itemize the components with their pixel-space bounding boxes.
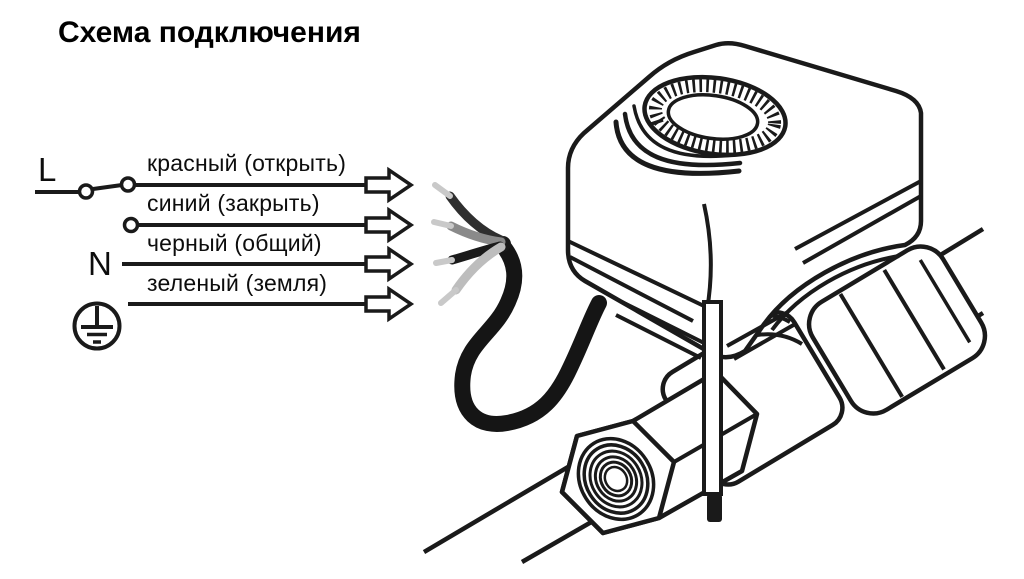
wire-green-tip bbox=[438, 287, 459, 306]
wire-label-black: черный (общий) bbox=[147, 230, 322, 256]
arrow-icon-red bbox=[364, 166, 415, 204]
valve-right-fitting-icon bbox=[806, 244, 988, 416]
wire-blue-tip bbox=[431, 219, 454, 229]
actuator-seam-left bbox=[567, 239, 705, 308]
actuator-bottom-chamfer bbox=[770, 254, 900, 332]
terminal-n-label: N bbox=[88, 245, 112, 282]
line-blue-terminal bbox=[122, 216, 140, 234]
page-title: Схема подключения bbox=[58, 16, 361, 49]
terminal-l-label: L bbox=[38, 151, 57, 188]
switch-icon bbox=[35, 176, 137, 200]
wire-blue bbox=[446, 221, 506, 247]
arrow-icons bbox=[364, 166, 415, 323]
mounting-bracket-icon bbox=[615, 300, 798, 361]
schematic-lines bbox=[35, 166, 415, 351]
wire-label-green: зеленый (земля) bbox=[147, 270, 328, 296]
cable bbox=[454, 238, 607, 432]
actuator-seam-right bbox=[794, 179, 922, 251]
dial-swoosh-arcs bbox=[613, 104, 743, 176]
wire-fan bbox=[431, 182, 511, 306]
valve-stem-icon bbox=[702, 300, 723, 522]
actuator-base-left bbox=[569, 255, 694, 323]
thread-rings-icon bbox=[576, 436, 656, 522]
actuator-illustration bbox=[565, 41, 924, 360]
ground-icon bbox=[72, 301, 122, 351]
dial-icon bbox=[642, 74, 788, 158]
arrow-icon-blue bbox=[364, 206, 415, 244]
arrow-icon-green bbox=[364, 285, 415, 323]
wire-label-blue: синий (закрыть) bbox=[147, 190, 320, 216]
actuator-corner-edge bbox=[702, 203, 713, 311]
dial-index-mark bbox=[650, 118, 664, 126]
actuator-seam-right-2 bbox=[802, 194, 922, 265]
wire-black-tip bbox=[433, 257, 455, 266]
wire-green bbox=[451, 242, 506, 295]
wire-label-red: красный (открыть) bbox=[147, 150, 347, 176]
wire-red-tip bbox=[432, 182, 453, 199]
arrow-icon-black bbox=[364, 245, 415, 283]
